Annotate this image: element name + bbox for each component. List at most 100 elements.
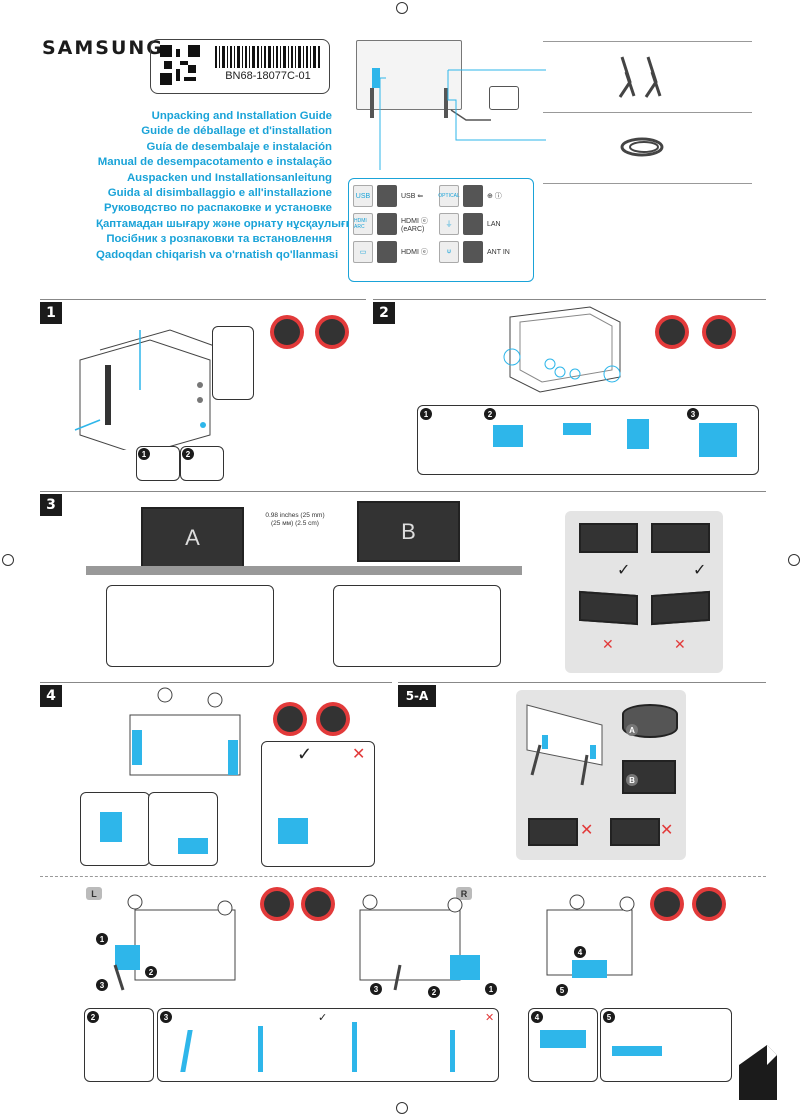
- title-en: Unpacking and Installation Guide: [151, 110, 332, 122]
- option-tv-3: [579, 590, 638, 626]
- tv-b-label: B: [401, 518, 416, 544]
- substep-2-badge: 2: [182, 448, 194, 460]
- check-2: ✓: [693, 562, 707, 579]
- warning-icon-7: [260, 887, 294, 921]
- lr-right-sub-3: 3: [370, 983, 382, 995]
- warning-icon-4: [702, 315, 736, 349]
- left-side-label: L: [86, 887, 102, 900]
- bottom-cross: ✕: [485, 1012, 495, 1024]
- title-de: Auspacken und Installationsanleitung: [126, 171, 332, 184]
- step-2-badge: 2: [373, 302, 395, 324]
- barcode: [215, 46, 320, 68]
- step5a-wrong-2: [610, 818, 660, 846]
- option-tv-2: [651, 523, 710, 553]
- step-5a-badge: 5-A: [398, 685, 436, 707]
- lan-cable-icon: ⏚: [439, 213, 459, 235]
- optical-port-icon: OPTICAL: [438, 185, 460, 207]
- power-cable-icon: [620, 137, 664, 157]
- step4-check: ✓: [297, 744, 313, 764]
- lr-left-sub-2: 2: [145, 966, 157, 978]
- step5a-label-a: A: [626, 724, 638, 736]
- warning-icon-5: [273, 702, 307, 736]
- accessory-divider-3: [543, 183, 752, 184]
- samsung-logo: SAMSUNG: [42, 37, 164, 59]
- title-kk: Қаптамадан шығару және орнату нұсқаулығы: [96, 217, 356, 230]
- antenna-icon: ⍦: [439, 241, 459, 263]
- title-uz: Qadoqdan chiqarish va o'rnatish qo'llanm…: [96, 248, 339, 261]
- tv-stand-surface: [86, 566, 522, 575]
- registration-mark-left: [2, 554, 14, 566]
- usb-slot-icon: [377, 185, 397, 207]
- optical-slot-icon: [463, 185, 483, 207]
- step4-foam-1: [100, 812, 122, 842]
- step4-check-panel: [261, 741, 375, 867]
- title-fr: Guide de déballage et d'installation: [141, 125, 332, 138]
- step4-cross: ✕: [352, 746, 366, 763]
- step2-sub-3: 3: [687, 408, 699, 420]
- lr-left-illustration: [113, 894, 236, 991]
- step2-tv-in-box: [503, 306, 621, 393]
- substep-1-badge: 1: [138, 448, 150, 460]
- step5a-wrong-1: [528, 818, 578, 846]
- stand-height-note: 0.98 inches (25 mm) (25 мм) (2.5 cm): [265, 512, 325, 527]
- lr-right-sub-1: 1: [485, 983, 497, 995]
- warning-icon-9: [650, 887, 684, 921]
- step-3-badge: 3: [40, 494, 62, 516]
- bottom-foam-4: [540, 1030, 586, 1048]
- warning-icon-6: [316, 702, 350, 736]
- bottom-sub-5: 5: [603, 1011, 615, 1023]
- step4-foam-2: [178, 838, 208, 854]
- lr-right-sub-2: 2: [428, 986, 440, 998]
- hdmi-arc-icon-label: HDMI ARC: [354, 218, 367, 230]
- cross-1: ✕: [602, 636, 614, 652]
- bottom-detail-3: [157, 1008, 499, 1082]
- usb-icon-label: USB: [355, 192, 371, 200]
- usb-label: USB ⇐: [401, 193, 424, 200]
- lr-stand-sub-5: 5: [556, 984, 568, 996]
- bottom-stand-leg-2: [258, 1026, 263, 1072]
- accessory-divider-2: [543, 112, 752, 113]
- registration-mark-bottom: [396, 1102, 408, 1114]
- ir-label: ⊕ ⓘ: [487, 193, 502, 200]
- guide-titles: Unpacking and Installation Guide Guide d…: [96, 109, 356, 263]
- step4-detail-2: [148, 792, 218, 866]
- registration-mark-right: [788, 554, 800, 566]
- warning-icon-3: [655, 315, 689, 349]
- lr-stand-sub-4: 4: [574, 946, 586, 958]
- lr-right-illustration: [359, 894, 480, 991]
- step1-rule: [40, 299, 366, 300]
- step1-accessories-panel: [212, 326, 254, 400]
- step4-foam-3: [278, 818, 308, 844]
- step3-rule: [40, 491, 766, 492]
- hdmi-slot-icon: [377, 241, 397, 263]
- warning-icon-1: [270, 315, 304, 349]
- registration-mark-top: [396, 2, 408, 14]
- hdmi-earc-label: HDMI ⓔ (eARC): [401, 217, 428, 233]
- right-side-label: R: [456, 887, 472, 900]
- step2-panel-dividers: [417, 405, 757, 473]
- step2-sub-2: 2: [484, 408, 496, 420]
- usb-port-icon: USB: [353, 185, 373, 207]
- step-1-badge: 1: [40, 302, 62, 324]
- lr-left-sub-3: 3: [96, 979, 108, 991]
- cabling-illustration: [370, 68, 546, 170]
- hdmi-cable-icon: ▭: [353, 241, 373, 263]
- title-es: Guía de desembalaje e instalación: [146, 140, 333, 153]
- bottom-sub-2: 2: [87, 1011, 99, 1023]
- lan-label: LAN: [487, 220, 501, 228]
- warning-icon-2: [315, 315, 349, 349]
- bottom-stand-leg-4: [450, 1030, 455, 1072]
- step5a-label-b: B: [626, 774, 638, 786]
- bottom-sub-3: 3: [160, 1011, 172, 1023]
- step5a-cross-1: ✕: [580, 822, 594, 839]
- title-pt: Manual de desempacotamento e instalação: [97, 156, 332, 169]
- option-tv-1: [579, 523, 638, 553]
- bottom-stand-leg-3: [352, 1022, 357, 1072]
- step-4-badge: 4: [40, 685, 62, 707]
- step5a-rule: [398, 682, 766, 683]
- check-1: ✓: [617, 562, 631, 579]
- lr-stand-illustration: [546, 894, 635, 978]
- step3-detail-a: [106, 585, 274, 667]
- bottom-detail-5: [600, 1008, 732, 1082]
- connection-panel: USB USB ⇐ OPTICAL ⊕ ⓘ HDMI ARC HDMI ⓔ (e…: [348, 178, 534, 282]
